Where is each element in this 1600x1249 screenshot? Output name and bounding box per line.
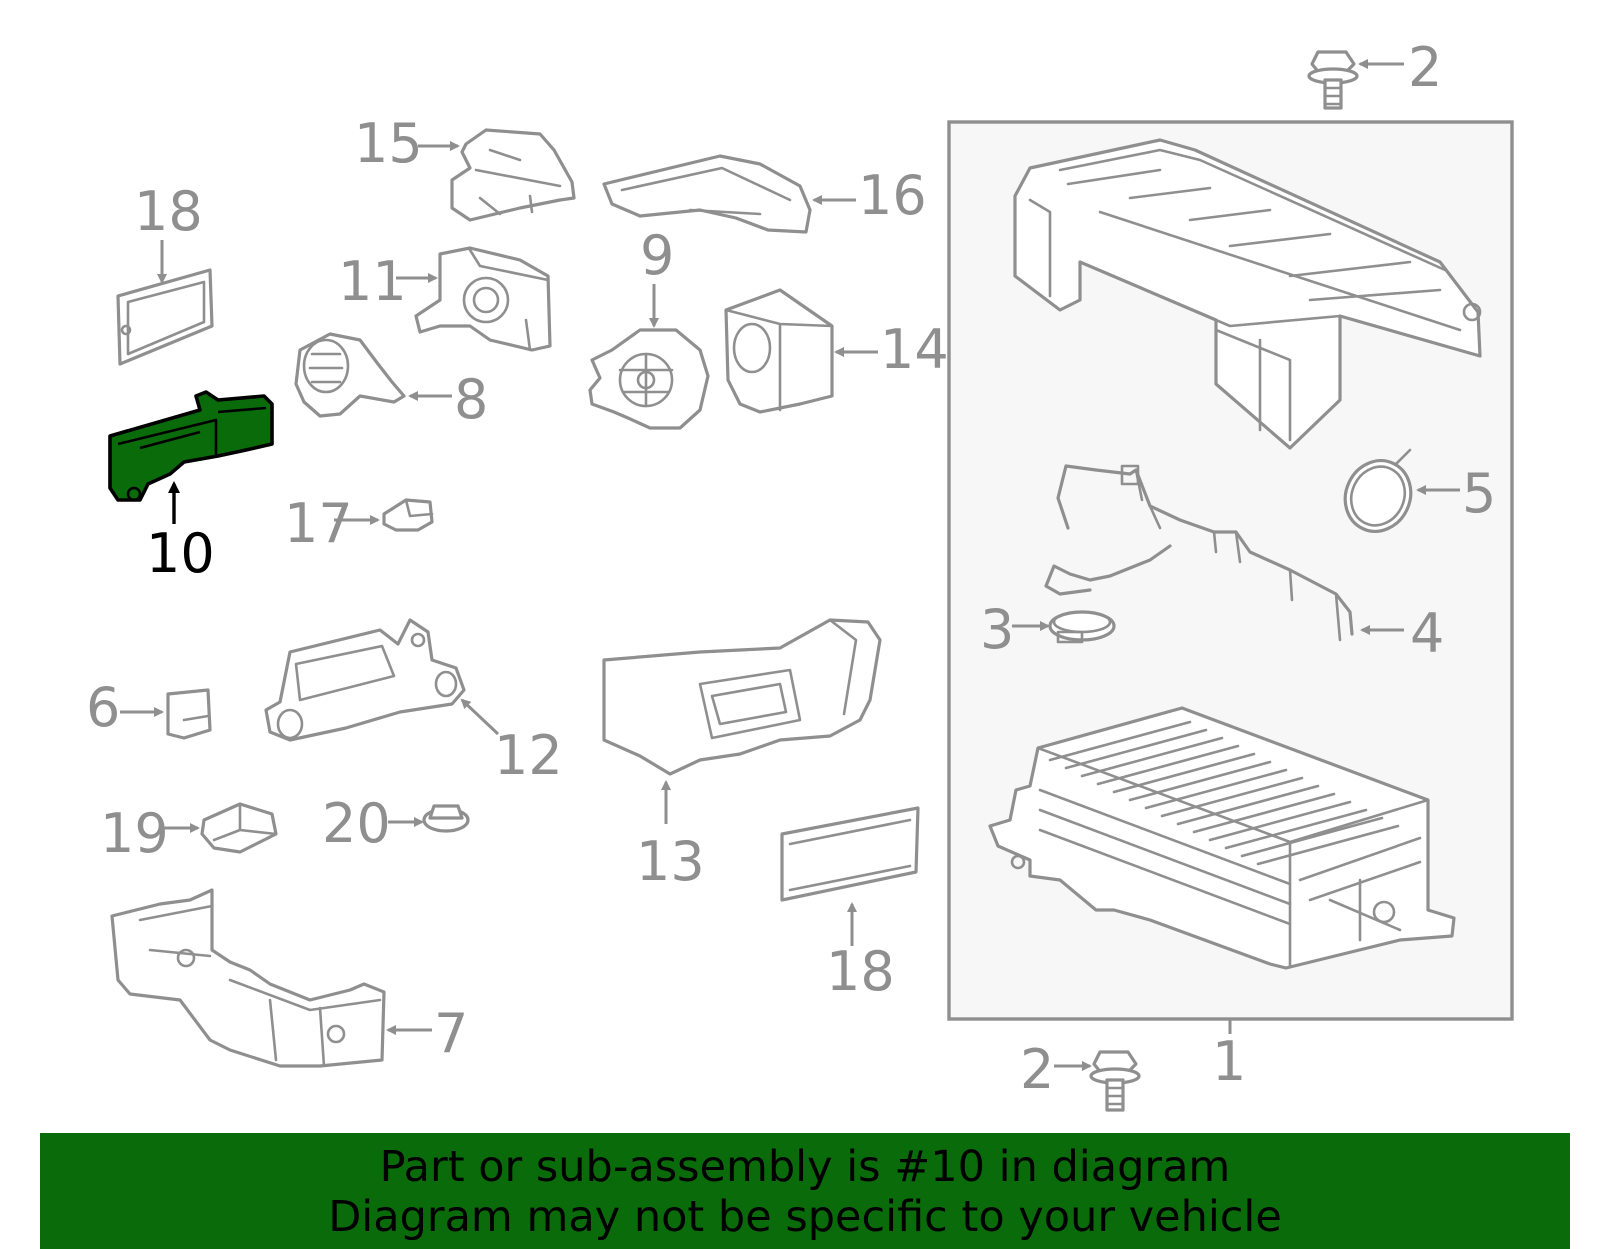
- callout-15[interactable]: 15: [354, 112, 423, 175]
- part-3-clamp[interactable]: [1048, 610, 1116, 644]
- battery-frame-upper[interactable]: [1013, 138, 1482, 450]
- part-16-duct[interactable]: [602, 154, 812, 234]
- part-18-plate-top[interactable]: [116, 268, 214, 366]
- callout-14[interactable]: 14: [880, 318, 949, 381]
- callout-3[interactable]: 3: [980, 598, 1014, 661]
- callout-7[interactable]: 7: [434, 1002, 468, 1065]
- callout-18-bottom[interactable]: 18: [826, 940, 895, 1003]
- info-banner: Part or sub-assembly is #10 in diagram D…: [40, 1133, 1570, 1249]
- part-19-clip[interactable]: [200, 802, 278, 854]
- callout-6[interactable]: 6: [86, 676, 120, 739]
- part-4-harness[interactable]: [1044, 464, 1354, 642]
- leader-12: [460, 698, 500, 736]
- callout-1[interactable]: 1: [1212, 1030, 1246, 1093]
- callout-12[interactable]: 12: [494, 724, 563, 787]
- part-8-blower[interactable]: [294, 332, 406, 418]
- part-2-bolt-bottom[interactable]: [1089, 1050, 1141, 1112]
- callout-2-top[interactable]: 2: [1408, 36, 1442, 99]
- callout-4[interactable]: 4: [1410, 602, 1444, 665]
- callout-17[interactable]: 17: [284, 492, 353, 555]
- callout-13[interactable]: 13: [636, 830, 705, 893]
- part-5-clamp[interactable]: [1334, 448, 1422, 542]
- part-15-bracket[interactable]: [450, 128, 576, 222]
- part-18-plate-bottom[interactable]: [780, 806, 920, 902]
- part-7-bracket[interactable]: [110, 888, 386, 1068]
- part-2-bolt-top[interactable]: [1307, 50, 1359, 110]
- callout-2-bottom[interactable]: 2: [1020, 1038, 1054, 1101]
- callout-16[interactable]: 16: [858, 164, 927, 227]
- part-14-housing[interactable]: [724, 288, 834, 414]
- battery-pack[interactable]: [988, 706, 1456, 970]
- callout-11[interactable]: 11: [338, 250, 407, 313]
- part-11-actuator[interactable]: [414, 246, 552, 352]
- callout-9[interactable]: 9: [640, 224, 674, 287]
- callout-5[interactable]: 5: [1462, 462, 1496, 525]
- banner-line-1: Part or sub-assembly is #10 in diagram: [379, 1142, 1231, 1192]
- callout-18-top[interactable]: 18: [134, 180, 203, 243]
- part-12-duct[interactable]: [264, 618, 466, 742]
- callout-20[interactable]: 20: [322, 792, 391, 855]
- part-13-cover[interactable]: [602, 618, 882, 776]
- callout-8[interactable]: 8: [454, 368, 488, 431]
- part-20-nut[interactable]: [422, 804, 470, 833]
- part-6-cap[interactable]: [166, 688, 212, 740]
- callout-19[interactable]: 19: [100, 802, 169, 865]
- banner-line-2: Diagram may not be specific to your vehi…: [328, 1192, 1282, 1242]
- callout-10[interactable]: 10: [146, 522, 215, 585]
- part-9-fan[interactable]: [588, 328, 710, 430]
- part-17-clip[interactable]: [382, 498, 434, 532]
- part-10-highlighted[interactable]: [108, 390, 274, 502]
